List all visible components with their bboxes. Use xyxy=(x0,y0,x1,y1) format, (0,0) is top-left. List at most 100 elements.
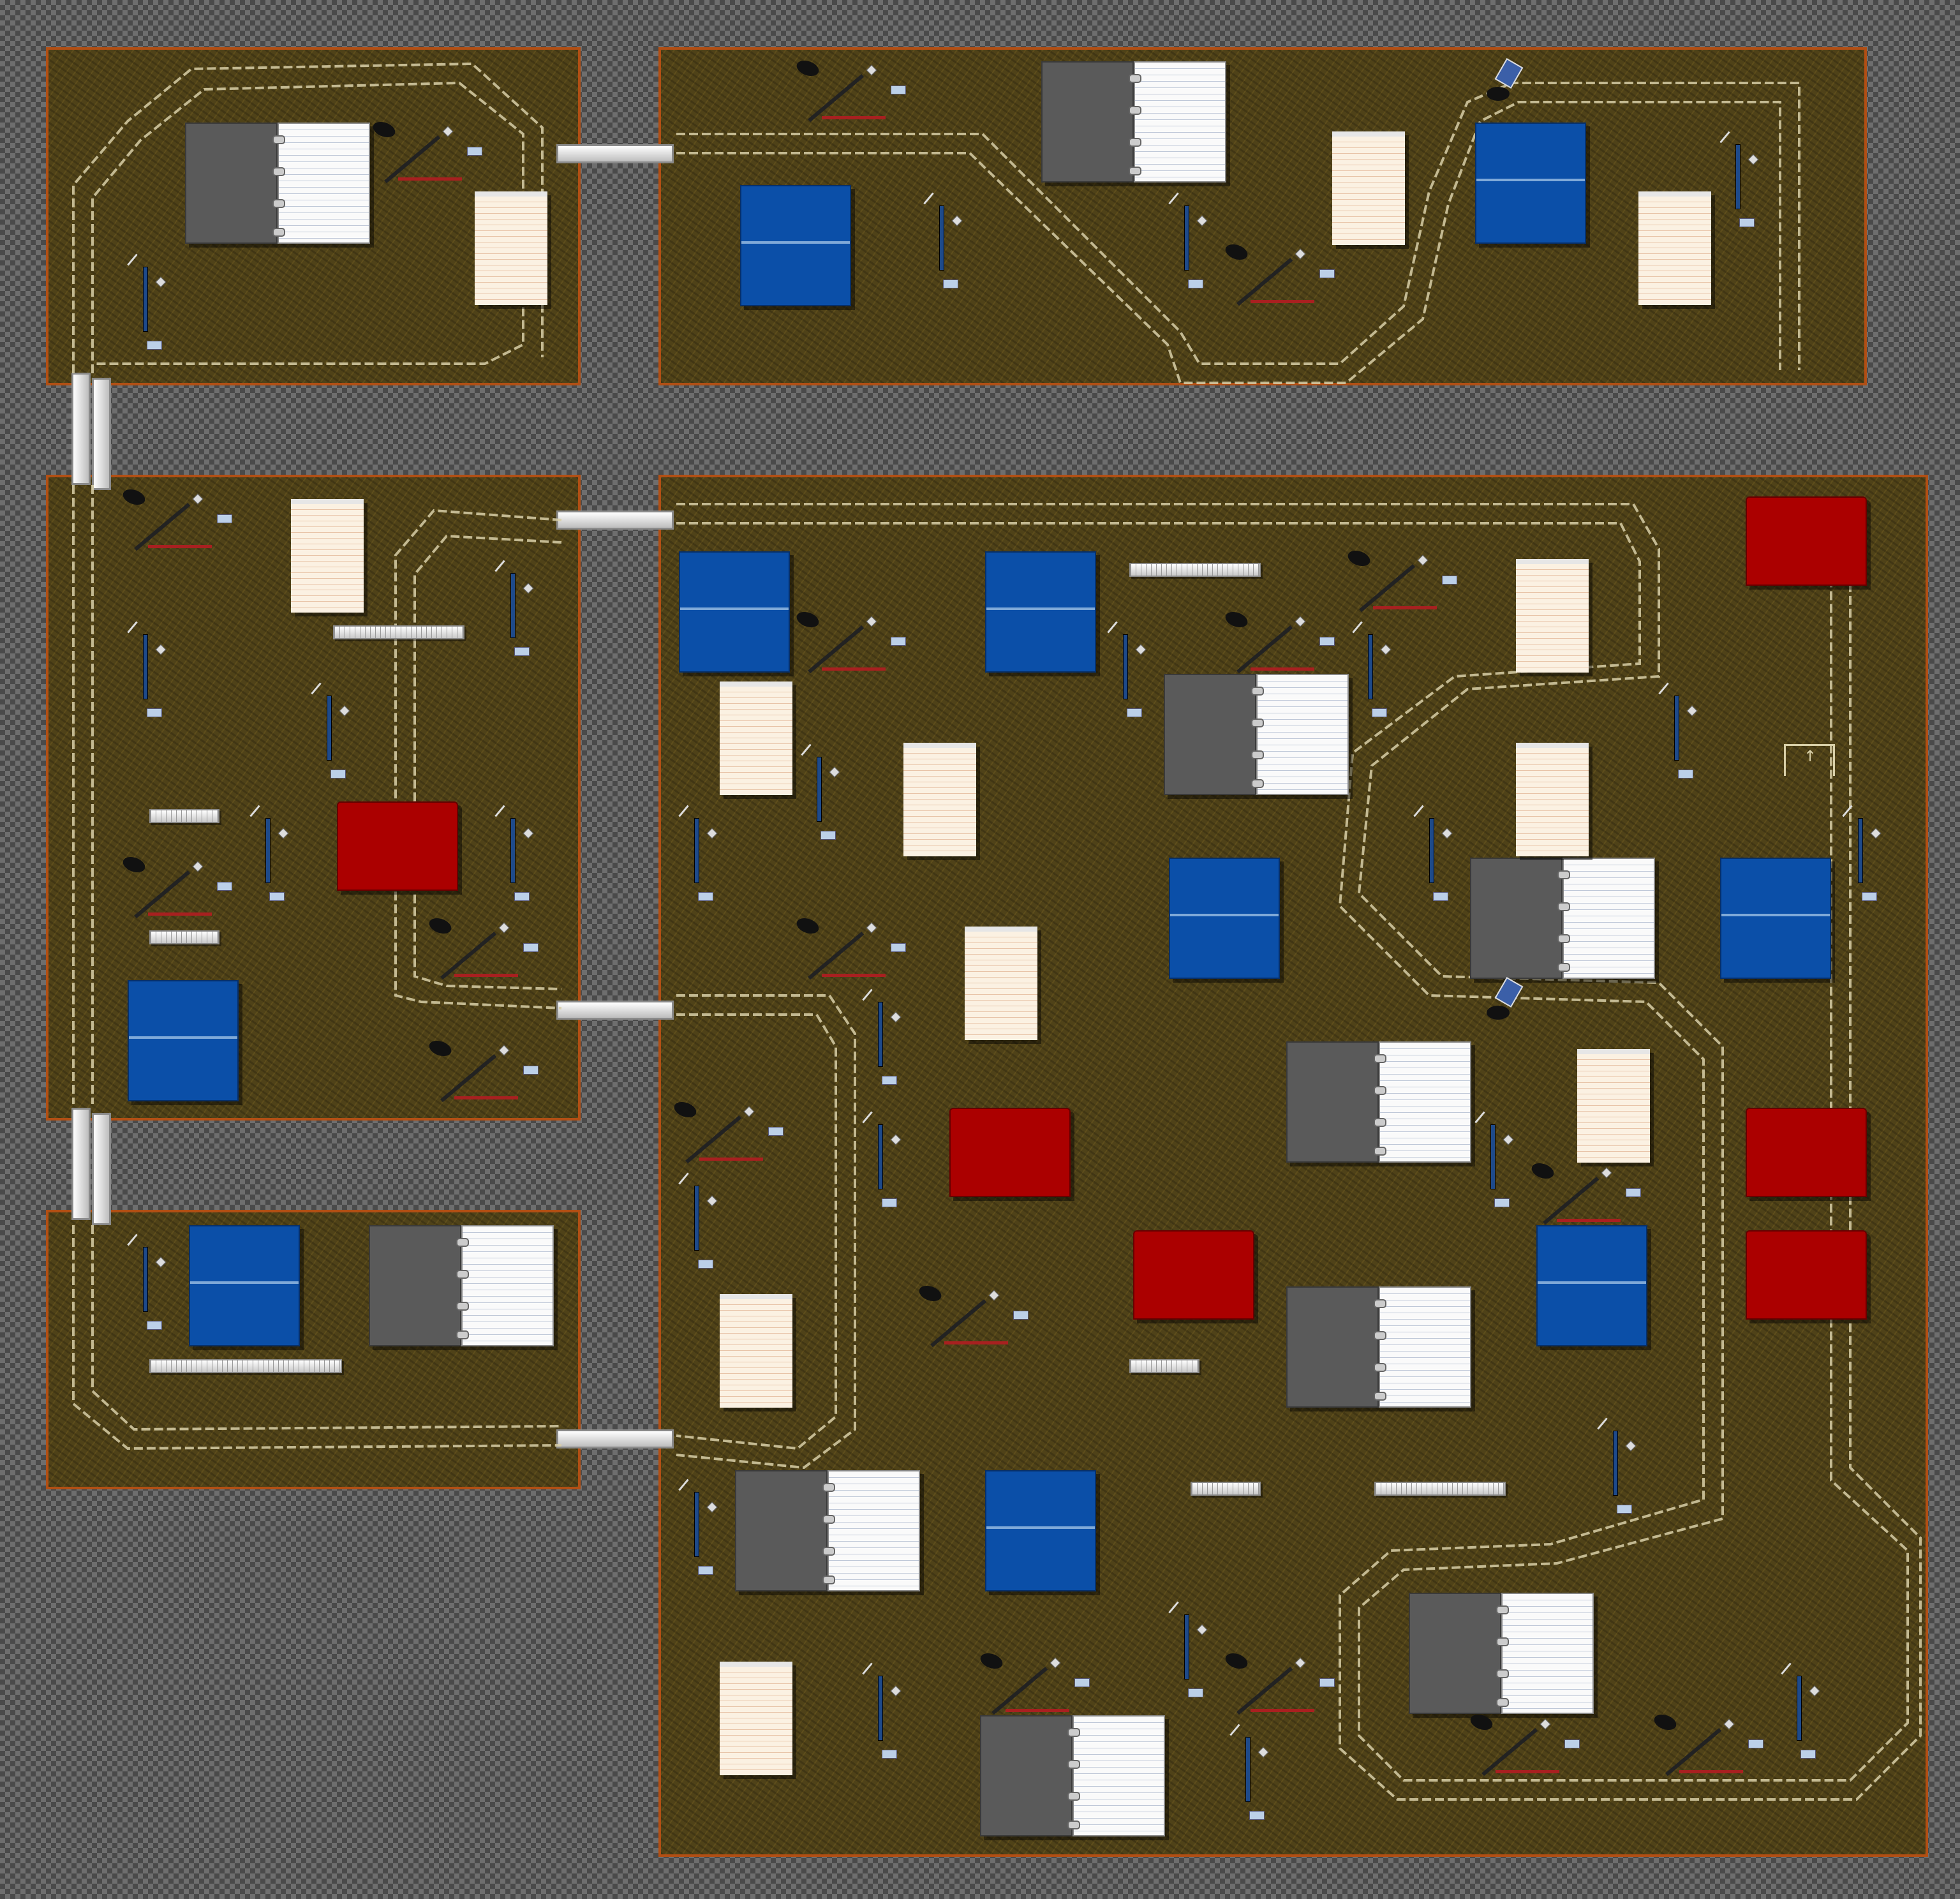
pen-icon[interactable] xyxy=(1107,620,1147,717)
pen-icon[interactable] xyxy=(1529,1160,1641,1228)
notepad-icon[interactable] xyxy=(720,681,792,795)
pen-icon[interactable] xyxy=(794,57,906,125)
red-book-icon[interactable] xyxy=(949,1108,1071,1197)
pen-icon[interactable] xyxy=(494,804,534,901)
ink-bottle-icon[interactable] xyxy=(1487,58,1525,106)
red-book-icon[interactable] xyxy=(1746,1230,1867,1320)
pen-icon[interactable] xyxy=(127,620,167,717)
pen-icon[interactable] xyxy=(249,804,289,901)
ruler-icon[interactable] xyxy=(1191,1482,1261,1496)
pen-icon[interactable] xyxy=(1468,1711,1580,1779)
pen-icon[interactable] xyxy=(678,1172,718,1269)
pen-icon[interactable] xyxy=(917,1283,1028,1350)
bridge-horizontal xyxy=(556,1001,674,1020)
blue-book-icon[interactable] xyxy=(985,1470,1096,1591)
bridge-vertical xyxy=(71,1108,91,1220)
pen-icon[interactable] xyxy=(494,559,534,656)
blue-book-icon[interactable] xyxy=(1720,858,1831,979)
pen-icon[interactable] xyxy=(923,191,963,288)
binder-icon[interactable] xyxy=(1409,1593,1594,1714)
bridge-horizontal xyxy=(556,1429,674,1448)
blue-book-icon[interactable] xyxy=(679,551,790,673)
pen-icon[interactable] xyxy=(1413,804,1453,901)
pen-icon[interactable] xyxy=(127,1233,167,1330)
ruler-icon[interactable] xyxy=(333,625,464,639)
blue-book-icon[interactable] xyxy=(128,980,239,1101)
pen-icon[interactable] xyxy=(311,681,350,778)
ruler-icon[interactable] xyxy=(1374,1482,1506,1496)
pen-icon[interactable] xyxy=(794,915,906,983)
pen-icon[interactable] xyxy=(427,1038,538,1105)
pen-icon[interactable] xyxy=(427,915,538,983)
pen-icon[interactable] xyxy=(1168,1600,1208,1697)
blue-book-icon[interactable] xyxy=(1169,858,1280,979)
notepad-icon[interactable] xyxy=(475,191,547,305)
binder-icon[interactable] xyxy=(1286,1041,1471,1163)
notepad-icon[interactable] xyxy=(1332,131,1405,245)
pen-icon[interactable] xyxy=(127,253,167,350)
red-book-icon[interactable] xyxy=(1746,496,1867,586)
red-book-icon[interactable] xyxy=(1746,1108,1867,1197)
binder-icon[interactable] xyxy=(369,1225,554,1346)
pen-icon[interactable] xyxy=(678,1478,718,1575)
pen-icon[interactable] xyxy=(1474,1110,1514,1207)
blue-book-icon[interactable] xyxy=(985,551,1096,673)
pen-icon[interactable] xyxy=(862,988,902,1085)
binder-icon[interactable] xyxy=(735,1470,920,1591)
red-book-icon[interactable] xyxy=(1133,1230,1254,1320)
pen-icon[interactable] xyxy=(862,1662,902,1759)
notepad-icon[interactable] xyxy=(720,1294,792,1408)
notepad-icon[interactable] xyxy=(903,743,976,856)
pen-icon[interactable] xyxy=(672,1099,783,1166)
binder-icon[interactable] xyxy=(185,123,370,244)
pen-icon[interactable] xyxy=(1719,130,1759,227)
ruler-icon[interactable] xyxy=(149,930,219,944)
ruler-icon[interactable] xyxy=(149,809,219,823)
blue-book-icon[interactable] xyxy=(740,185,851,306)
bridge-vertical xyxy=(71,373,91,485)
pen-icon[interactable] xyxy=(121,486,232,554)
pen-icon[interactable] xyxy=(678,804,718,901)
binder-icon[interactable] xyxy=(980,1715,1165,1836)
pen-icon[interactable] xyxy=(978,1650,1090,1718)
ruler-icon[interactable] xyxy=(149,1359,342,1373)
notepad-icon[interactable] xyxy=(1516,559,1589,673)
pen-icon[interactable] xyxy=(1597,1417,1637,1514)
blue-book-icon[interactable] xyxy=(1475,123,1586,244)
blue-book-icon[interactable] xyxy=(1536,1225,1647,1346)
pen-icon[interactable] xyxy=(794,609,906,676)
notepad-icon[interactable] xyxy=(965,927,1037,1040)
ruler-icon[interactable] xyxy=(1129,1359,1199,1373)
pen-icon[interactable] xyxy=(1652,1711,1763,1779)
up-arrow-icon[interactable]: ↑ xyxy=(1784,744,1835,776)
pen-icon[interactable] xyxy=(371,119,482,186)
pen-icon[interactable] xyxy=(1223,609,1335,676)
pen-icon[interactable] xyxy=(862,1110,902,1207)
binder-icon[interactable] xyxy=(1164,674,1349,795)
pen-icon[interactable] xyxy=(1781,1662,1820,1759)
binder-icon[interactable] xyxy=(1286,1286,1471,1408)
notepad-icon[interactable] xyxy=(291,499,364,613)
bridge-vertical xyxy=(92,1113,111,1225)
pen-icon[interactable] xyxy=(1842,804,1882,901)
binder-icon[interactable] xyxy=(1041,61,1226,182)
pen-icon[interactable] xyxy=(801,743,840,840)
pen-icon[interactable] xyxy=(1223,1650,1335,1718)
notepad-icon[interactable] xyxy=(1516,743,1589,856)
pen-icon[interactable] xyxy=(1168,191,1208,288)
pen-icon[interactable] xyxy=(1352,620,1392,717)
notepad-icon[interactable] xyxy=(720,1662,792,1775)
ruler-icon[interactable] xyxy=(1129,563,1261,577)
notepad-icon[interactable] xyxy=(1577,1049,1650,1163)
ink-bottle-icon[interactable] xyxy=(1487,977,1525,1025)
pen-icon[interactable] xyxy=(1346,547,1457,615)
pen-icon[interactable] xyxy=(1229,1723,1269,1820)
red-book-icon[interactable] xyxy=(337,801,458,891)
bridge-vertical xyxy=(92,378,111,490)
blue-book-icon[interactable] xyxy=(189,1225,300,1346)
notepad-icon[interactable] xyxy=(1638,191,1711,305)
pen-icon[interactable] xyxy=(1223,241,1335,309)
pen-icon[interactable] xyxy=(121,854,232,921)
binder-icon[interactable] xyxy=(1470,858,1655,979)
pen-icon[interactable] xyxy=(1658,681,1698,778)
